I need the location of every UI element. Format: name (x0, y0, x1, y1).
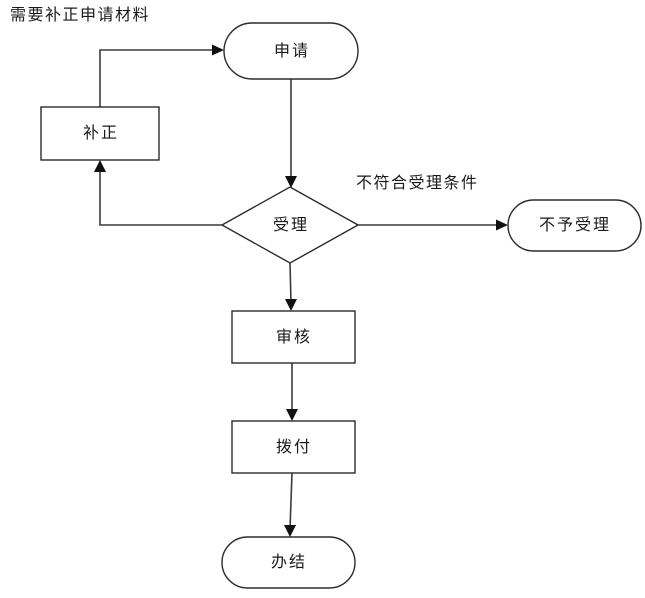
arrow-head-to-done (284, 525, 296, 537)
edge-line-accept-to-review (289, 262, 292, 304)
arrow-head-to-reject (496, 219, 508, 231)
node-reject-shape[interactable] (507, 199, 642, 252)
arrow-head-to-disburse (286, 409, 298, 421)
node-accept-shape[interactable] (220, 186, 360, 264)
edge-label-not-qualified: 不符合受理条件 (356, 174, 479, 192)
edge-accept-to-supplement (94, 160, 222, 226)
arrow-head-to-supplement (94, 160, 106, 172)
node-review-label: 审核 (276, 328, 312, 346)
edge-accept-to-reject (358, 219, 508, 231)
edge-accept-to-review (285, 262, 297, 311)
arrow-head-to-apply (212, 44, 224, 56)
node-supplement[interactable]: 补正 (40, 106, 160, 161)
node-disburse-shape[interactable] (231, 420, 356, 474)
edge-supplement-to-apply (99, 44, 224, 107)
edge-apply-to-accept (285, 79, 297, 188)
arrow-head-to-review (285, 299, 297, 311)
node-disburse-label: 拨付 (276, 438, 312, 456)
node-disburse[interactable]: 拨付 (231, 420, 356, 474)
node-apply-shape[interactable] (223, 22, 359, 80)
node-review[interactable]: 审核 (231, 310, 356, 364)
node-supplement-shape[interactable] (40, 106, 160, 161)
node-supplement-label: 补正 (83, 124, 119, 142)
node-apply[interactable]: 申请 (223, 22, 359, 80)
node-done-label: 办结 (271, 553, 307, 571)
node-done-shape[interactable] (221, 536, 356, 589)
node-done[interactable]: 办结 (221, 536, 356, 589)
arrow-head-to-accept (285, 176, 297, 188)
node-reject[interactable]: 不予受理 (507, 199, 642, 252)
edge-line-disburse-to-done (289, 472, 293, 530)
edge-label-need-supplement: 需要补正申请材料 (10, 6, 150, 24)
node-apply-label: 申请 (274, 42, 310, 60)
edge-line-accept-to-supplement (99, 168, 222, 226)
edge-line-supplement-to-apply (99, 49, 216, 107)
node-accept-label: 受理 (273, 216, 309, 234)
node-review-shape[interactable] (231, 310, 356, 364)
edge-disburse-to-done (284, 472, 296, 537)
node-accept[interactable]: 受理 (220, 186, 360, 264)
node-reject-label: 不予受理 (539, 216, 611, 234)
edge-review-to-disburse (286, 363, 298, 421)
